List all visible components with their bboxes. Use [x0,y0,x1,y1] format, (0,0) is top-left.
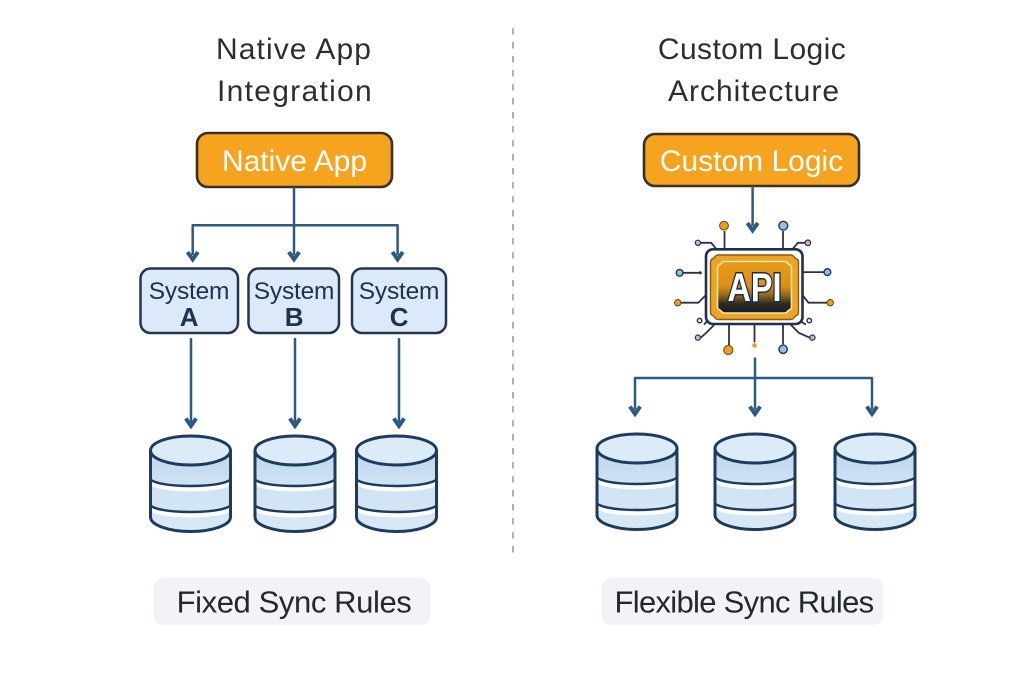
svg-text:Native App: Native App [216,33,372,66]
svg-text:System: System [149,278,229,305]
svg-text:API: API [728,266,782,310]
svg-text:Architecture: Architecture [668,75,840,108]
svg-text:B: B [285,302,304,332]
svg-text:C: C [390,302,409,332]
svg-text:Native App: Native App [222,145,367,178]
svg-text:System: System [254,278,334,305]
svg-text:Custom Logic: Custom Logic [658,33,846,66]
svg-text:Flexible Sync Rules: Flexible Sync Rules [615,585,874,620]
svg-text:Fixed Sync Rules: Fixed Sync Rules [177,585,412,620]
svg-text:System: System [359,278,439,305]
svg-text:Custom Logic: Custom Logic [660,145,843,178]
svg-text:A: A [180,302,199,332]
svg-text:Integration: Integration [217,75,373,108]
